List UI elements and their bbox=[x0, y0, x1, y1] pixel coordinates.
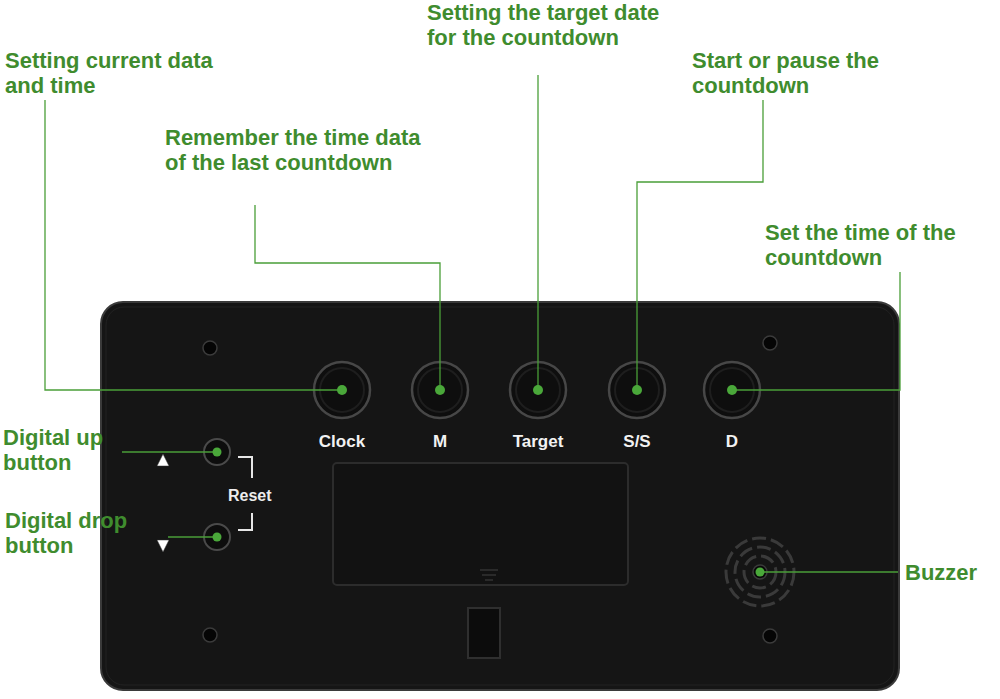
annotation-label: Remember the time data of the last count… bbox=[165, 125, 440, 175]
button-label: S/S bbox=[605, 432, 669, 452]
button-ring bbox=[516, 368, 560, 412]
annotation-label: Digital up button bbox=[3, 425, 143, 475]
up-arrow bbox=[157, 454, 169, 466]
panel-edge bbox=[106, 307, 894, 685]
button-label: D bbox=[700, 432, 764, 452]
annotation-label: Buzzer bbox=[905, 560, 997, 585]
down-arrow bbox=[157, 540, 169, 552]
button-ring bbox=[320, 368, 364, 412]
cover-mark bbox=[480, 570, 498, 580]
panel-label: Reset bbox=[228, 486, 288, 506]
button-cap bbox=[704, 362, 760, 418]
button-label: M bbox=[408, 432, 472, 452]
button-label: Target bbox=[506, 432, 570, 452]
annotation-label: Digital drop button bbox=[5, 508, 170, 558]
annotation-label: Start or pause the countdown bbox=[692, 48, 907, 98]
button-ring bbox=[710, 368, 754, 412]
panel-body bbox=[101, 302, 899, 690]
button-cap bbox=[314, 362, 370, 418]
button-cap bbox=[609, 362, 665, 418]
push-button: Clock bbox=[310, 360, 374, 452]
screws bbox=[203, 336, 777, 643]
button-ring bbox=[418, 368, 462, 412]
battery-cover bbox=[333, 463, 628, 585]
small-buttons bbox=[204, 439, 230, 550]
annotation-label: Setting current data and time bbox=[5, 48, 220, 98]
button-ring bbox=[615, 368, 659, 412]
annotation-label: Setting the target date for the countdow… bbox=[427, 0, 672, 50]
button-label: Clock bbox=[310, 432, 374, 452]
button-cap bbox=[510, 362, 566, 418]
button-cap bbox=[412, 362, 468, 418]
push-button: D bbox=[700, 360, 764, 452]
stand-tab bbox=[468, 608, 500, 658]
annotation-label: Set the time of the countdown bbox=[765, 220, 997, 270]
